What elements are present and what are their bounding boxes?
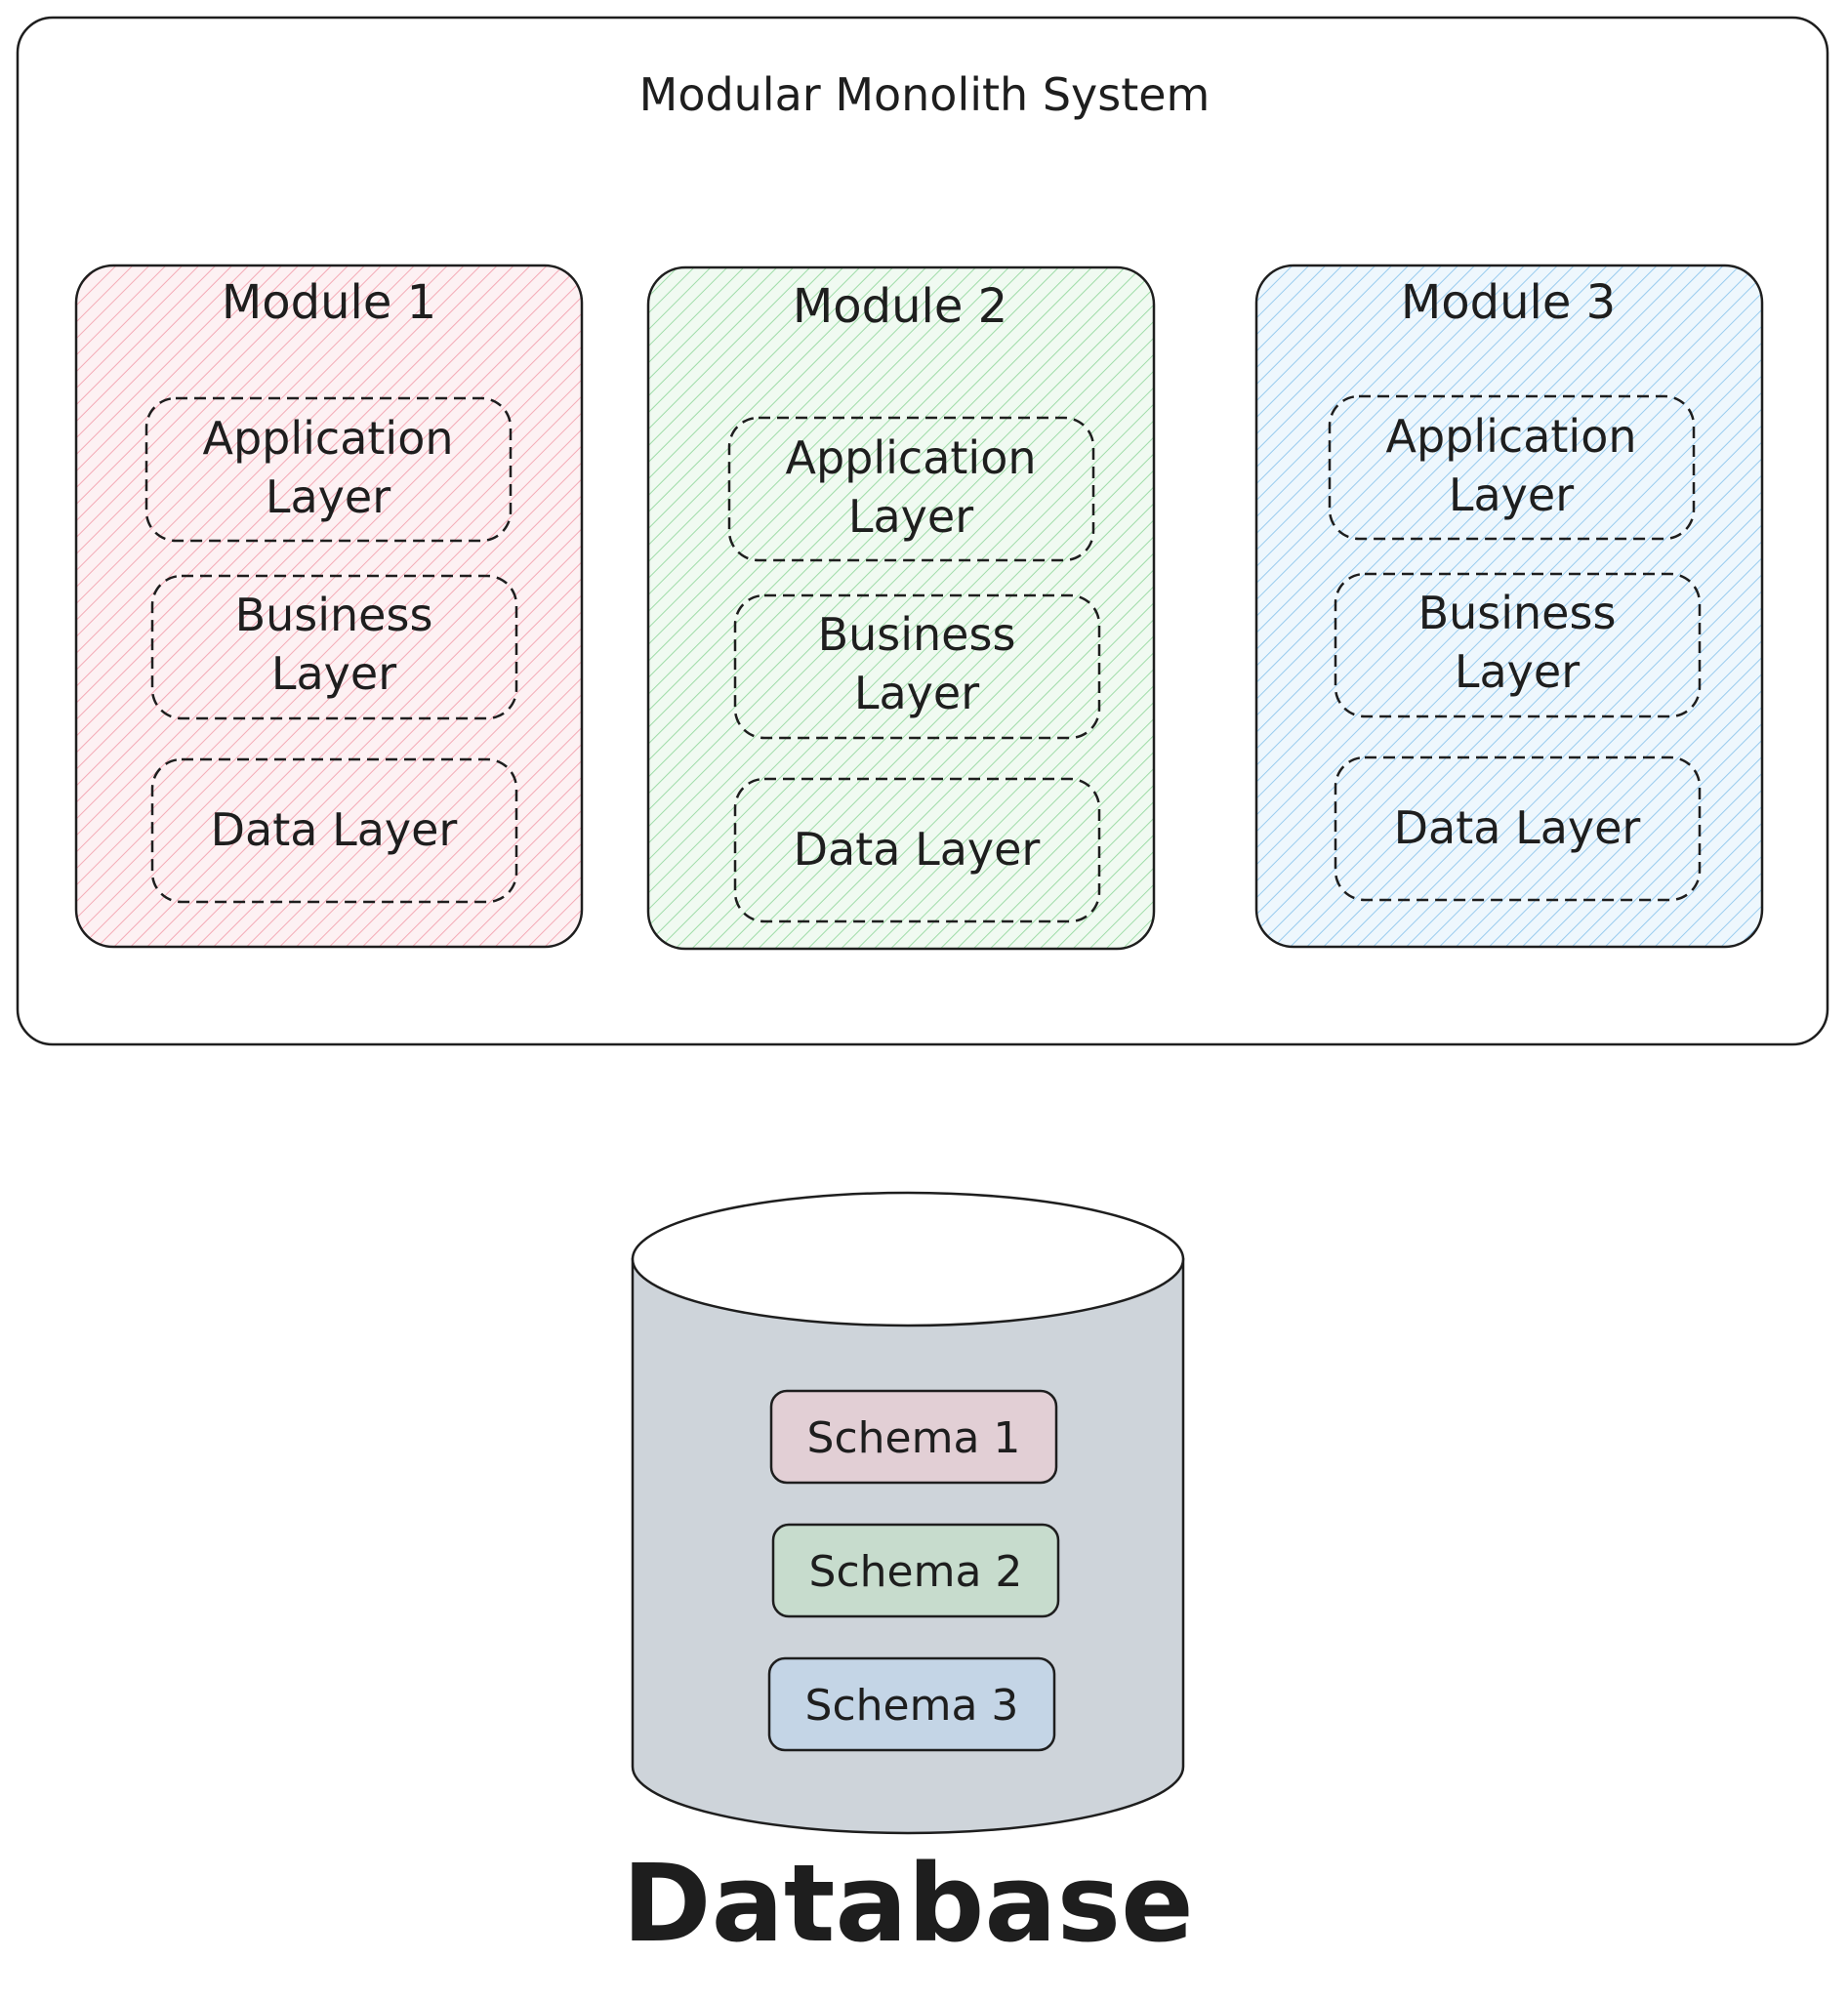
schema-3-label: Schema 3 bbox=[805, 1681, 1019, 1731]
module-3-business-layer-line-2: Layer bbox=[1455, 645, 1580, 698]
schema-1 bbox=[769, 1389, 1058, 1485]
module-1: Module 1 Application Layer Business Laye… bbox=[74, 264, 584, 949]
module-2-data-layer bbox=[733, 777, 1101, 923]
module-2-business-layer-line-2: Layer bbox=[854, 667, 979, 719]
module-1-application-layer-line-2: Layer bbox=[266, 470, 390, 523]
module-1-data-layer-line-1: Data Layer bbox=[211, 803, 458, 856]
schema-2-label: Schema 2 bbox=[809, 1547, 1023, 1597]
system-title: Modular Monolith System bbox=[639, 68, 1211, 121]
module-1-title: Module 1 bbox=[222, 275, 436, 330]
module-3: Module 3 Application Layer Business Laye… bbox=[1254, 264, 1764, 949]
module-3-data-layer-line-1: Data Layer bbox=[1394, 801, 1641, 854]
module-1-application-layer bbox=[144, 396, 513, 543]
module-3-data-layer bbox=[1334, 755, 1702, 902]
module-2-business-layer-line-1: Business bbox=[818, 608, 1016, 661]
module-3-application-layer bbox=[1328, 394, 1696, 541]
schema-2 bbox=[771, 1523, 1060, 1618]
module-3-business-layer-line-1: Business bbox=[1418, 587, 1617, 639]
module-3-application-layer-line-2: Layer bbox=[1449, 469, 1574, 521]
database-top bbox=[631, 1191, 1185, 1327]
module-1-application-layer-line-1: Application bbox=[202, 412, 453, 465]
module-1-business-layer-line-1: Business bbox=[235, 589, 433, 641]
module-2-business-layer bbox=[733, 593, 1101, 740]
module-3-frame bbox=[1254, 264, 1764, 949]
module-2-application-layer bbox=[727, 416, 1095, 562]
module-3-application-layer-line-1: Application bbox=[1385, 410, 1636, 463]
module-3-title: Module 3 bbox=[1401, 275, 1616, 330]
module-2-data-layer-line-1: Data Layer bbox=[794, 823, 1041, 876]
module-2-application-layer-line-1: Application bbox=[785, 431, 1036, 484]
module-2-title: Module 2 bbox=[793, 279, 1007, 334]
module-2: Module 2 Application Layer Business Laye… bbox=[646, 265, 1156, 951]
module-1-business-layer bbox=[150, 574, 518, 720]
schema-1-label: Schema 1 bbox=[807, 1413, 1021, 1463]
module-2-application-layer-line-2: Layer bbox=[848, 490, 973, 543]
schema-3 bbox=[767, 1656, 1056, 1752]
database-label: Database bbox=[622, 1841, 1193, 1966]
module-1-data-layer bbox=[150, 757, 518, 904]
module-1-business-layer-line-2: Layer bbox=[271, 647, 396, 700]
module-1-frame bbox=[74, 264, 584, 949]
database: Schema 1 Schema 2 Schema 3 Database bbox=[622, 1191, 1194, 1966]
module-3-business-layer bbox=[1334, 572, 1702, 718]
